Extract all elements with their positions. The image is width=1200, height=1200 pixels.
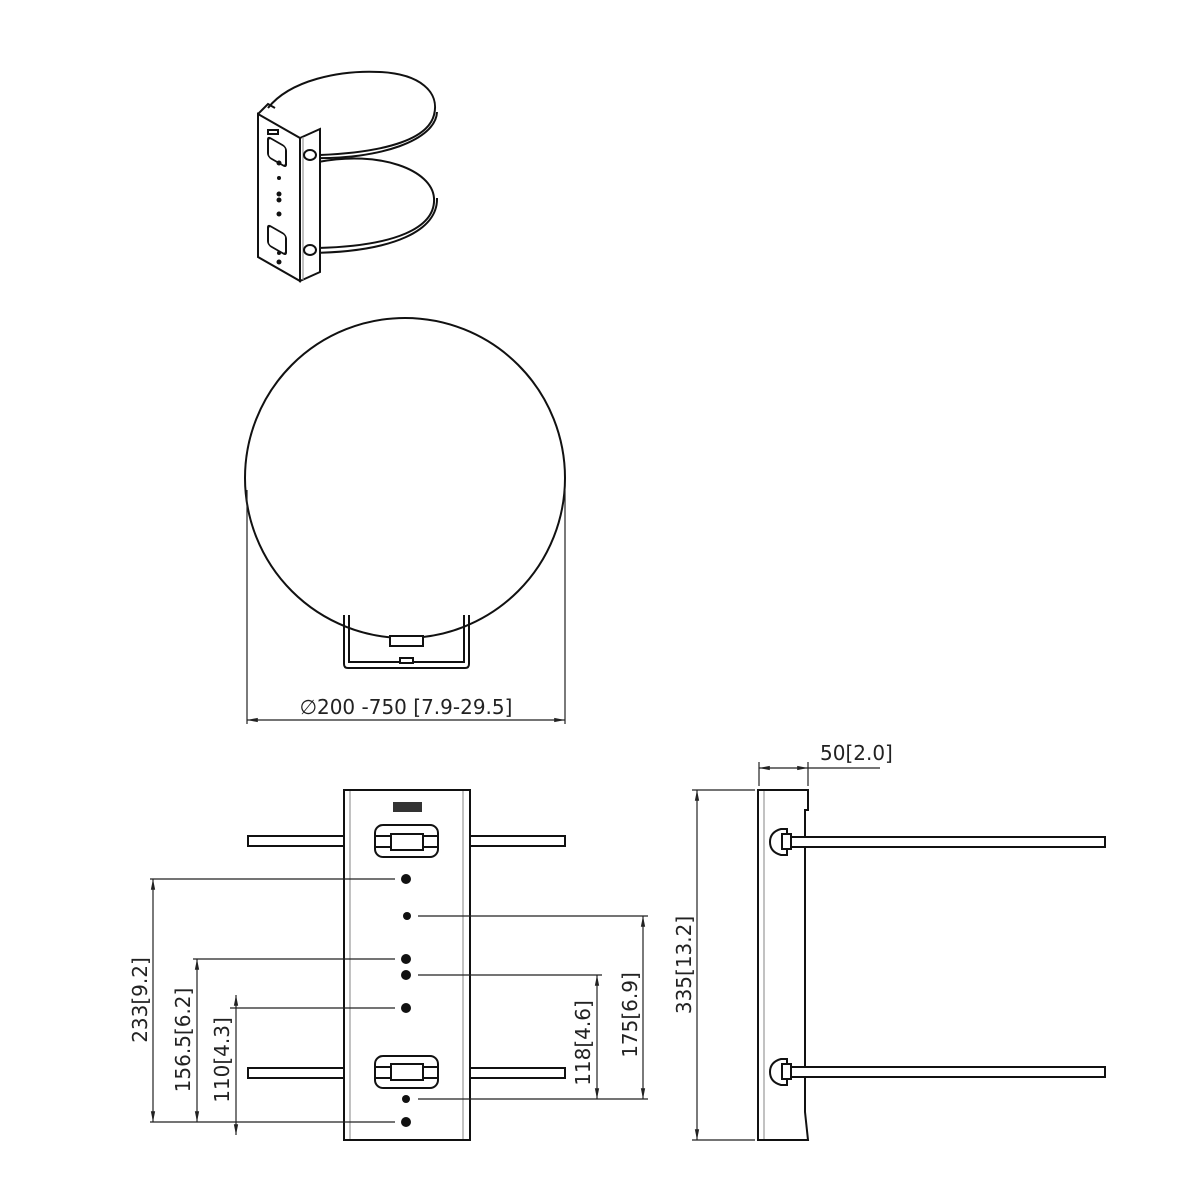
- label-plate: [267, 129, 279, 135]
- logo-plate: [393, 802, 422, 812]
- dim-118: 118[4.6]: [571, 1000, 595, 1086]
- bracket-side-profile: [757, 789, 810, 1141]
- slot-lower: [374, 1055, 439, 1089]
- dim-175: 175[6.9]: [618, 972, 642, 1058]
- pole-circle: [244, 317, 566, 639]
- dim-110: 110[4.3]: [210, 1017, 234, 1103]
- upper-ring: [267, 70, 437, 156]
- diameter-label: ∅200 -750 [7.9-29.5]: [300, 695, 513, 719]
- bracket-holes: [276, 160, 282, 265]
- dim-233: 233[9.2]: [128, 957, 152, 1043]
- rod-lower-side: [779, 1066, 1106, 1078]
- front-view: 233[9.2] 156.5[6.2] 110[4.3] 175[6.9] 11…: [128, 789, 648, 1141]
- clamp-bracket: [343, 615, 470, 669]
- isometric-view: [257, 70, 439, 283]
- lower-ring-inner: [309, 197, 439, 254]
- upper-ring-inner: [309, 111, 438, 160]
- mounting-holes: [401, 874, 411, 1127]
- dim-50: 50[2.0]: [820, 741, 893, 765]
- slot-lower: [267, 224, 287, 256]
- slot-upper: [374, 824, 439, 858]
- side-view: 335[13.2] 50[2.0]: [672, 741, 1106, 1141]
- dim-156-5: 156.5[6.2]: [171, 988, 195, 1093]
- lower-ring: [317, 157, 436, 249]
- rod-upper-side: [779, 836, 1106, 848]
- dim-335: 335[13.2]: [672, 916, 696, 1014]
- top-view: ∅200 -750 [7.9-29.5]: [244, 317, 566, 724]
